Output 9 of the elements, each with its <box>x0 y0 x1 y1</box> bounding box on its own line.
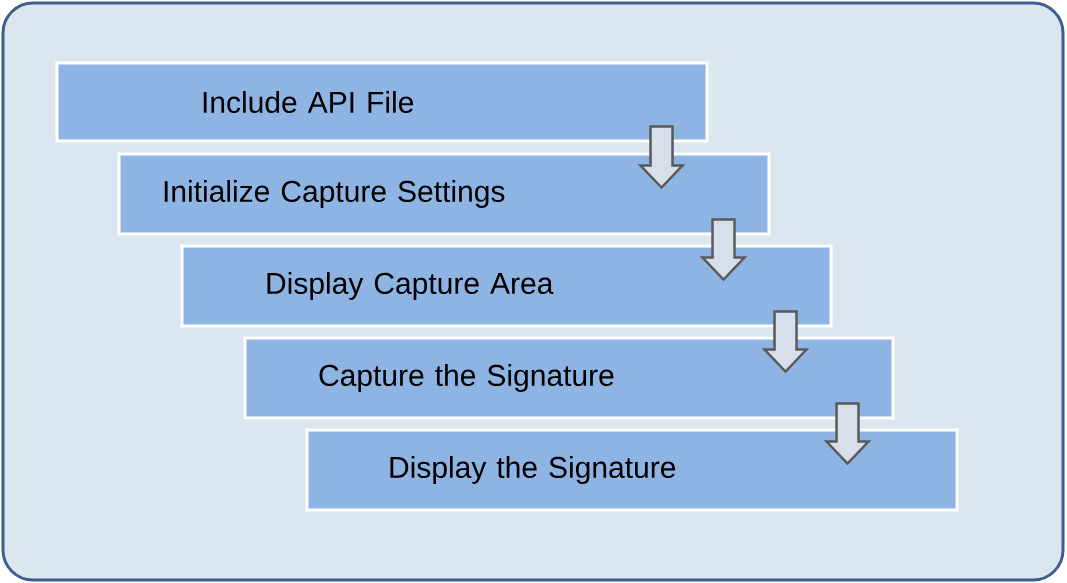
block-arrow <box>761 310 810 374</box>
process-box: Display the Signature <box>305 428 959 512</box>
process-box: Initialize Capture Settings <box>117 152 771 236</box>
block-arrow <box>637 125 686 190</box>
process-box: Include API File <box>55 61 709 143</box>
block-arrow <box>823 402 872 466</box>
process-box: Display Capture Area <box>180 244 833 328</box>
block-arrow <box>699 218 748 282</box>
process-box: Capture the Signature <box>243 336 895 420</box>
